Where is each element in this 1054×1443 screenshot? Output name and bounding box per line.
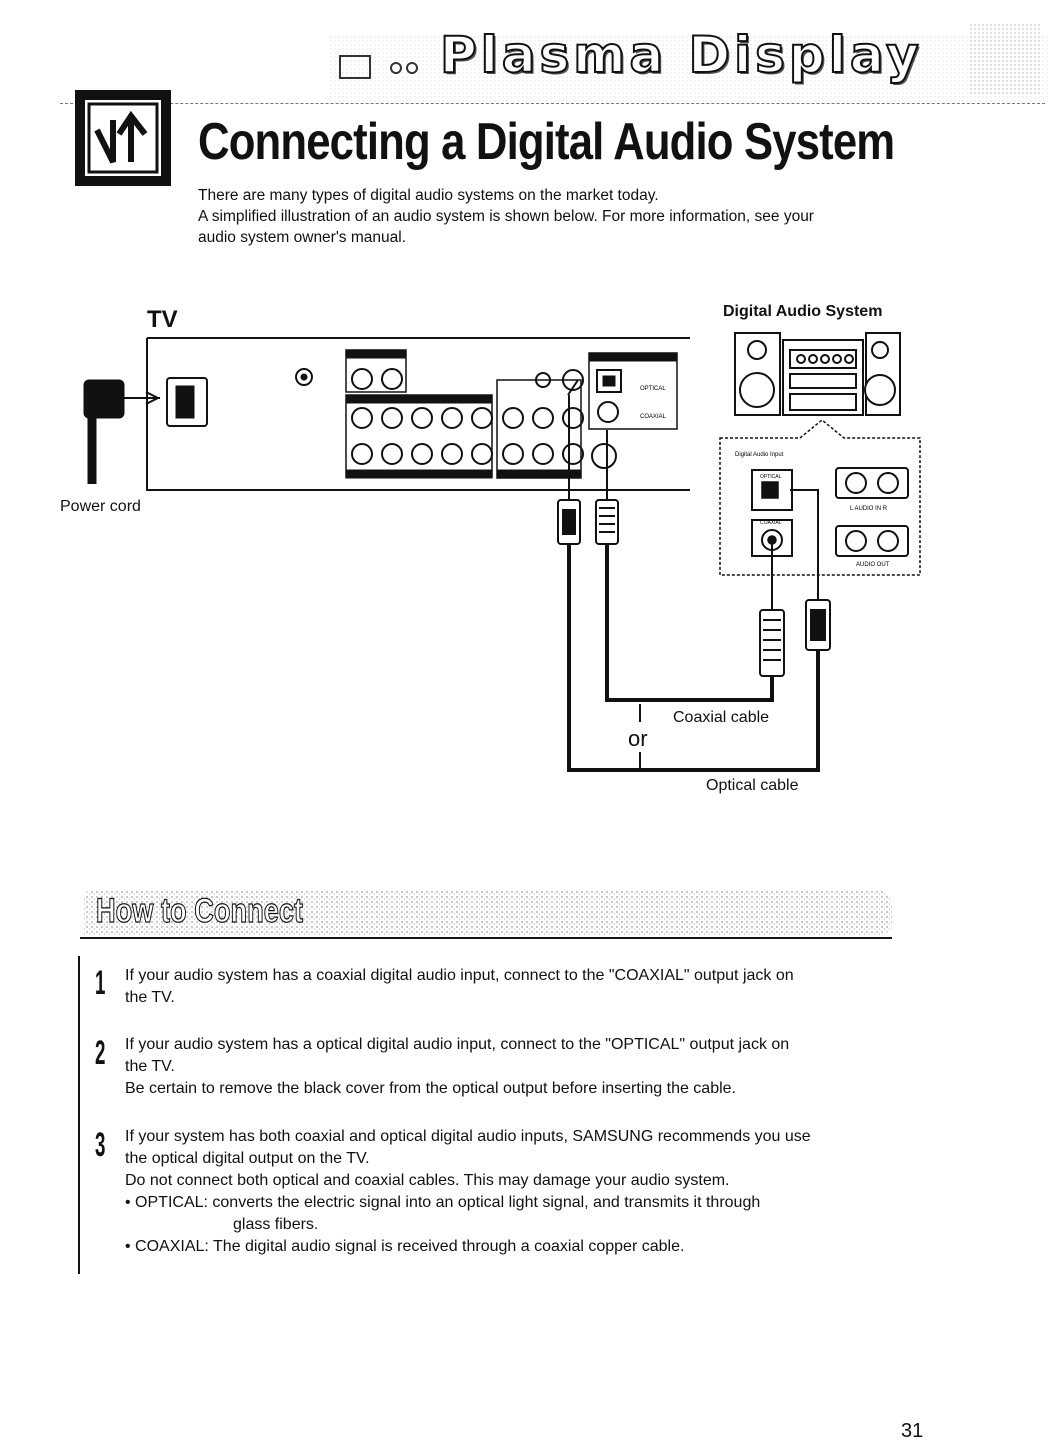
- bullet-head: • OPTICAL:: [125, 1194, 208, 1211]
- or-label: or: [628, 726, 648, 751]
- step-text: If your audio system has a coaxial digit…: [125, 965, 935, 1009]
- header-rule: [60, 103, 1045, 104]
- digital-audio-system-label: Digital Audio System: [723, 303, 883, 320]
- panel-optical-label: OPTICAL: [760, 474, 782, 480]
- bullet-text: converts the electric signal into an opt…: [212, 1194, 761, 1211]
- tv-label: TV: [147, 306, 178, 333]
- header-banner: [330, 24, 1050, 104]
- step-number: 3: [95, 1126, 106, 1164]
- step-line: Do not connect both optical and coaxial …: [125, 1172, 730, 1189]
- bullet-continuation: glass fibers.: [233, 1216, 319, 1233]
- page-number: 31: [901, 1420, 924, 1442]
- intro-line: A simplified illustration of an audio sy…: [198, 208, 814, 225]
- intro-line: There are many types of digital audio sy…: [198, 187, 659, 204]
- step-text: If your audio system has a optical digit…: [125, 1034, 935, 1100]
- power-cord: [83, 379, 161, 484]
- page-title: Connecting a Digital Audio System: [198, 113, 895, 171]
- audio-input-panel: [719, 419, 921, 576]
- bullet-head: • COAXIAL:: [125, 1238, 209, 1255]
- banner-title: Plasma Display: [439, 25, 923, 85]
- step-number: 2: [95, 1034, 106, 1072]
- tv-cable-plugs: [557, 499, 619, 545]
- tv-jacks: [351, 368, 619, 469]
- bullet-item: • COAXIAL: The digital audio signal is r…: [125, 1236, 935, 1258]
- step-line: If your system has both coaxial and opti…: [125, 1128, 811, 1145]
- coaxial-cable: [605, 544, 774, 702]
- audio-in-label: L AUDIO IN R: [850, 506, 888, 512]
- step-line: If your audio system has a optical digit…: [125, 1036, 790, 1053]
- connection-icon: [75, 90, 171, 186]
- bullet-item: • OPTICAL: converts the electric signal …: [125, 1192, 935, 1214]
- step-number: 1: [95, 964, 106, 1002]
- bullet-text: The digital audio signal is received thr…: [213, 1238, 685, 1255]
- tv-back-panel: [146, 337, 690, 491]
- tv-coaxial-label: COAXIAL: [640, 414, 667, 420]
- intro-text: There are many types of digital audio sy…: [198, 185, 898, 248]
- power-cord-label: Power cord: [60, 498, 141, 515]
- optical-stem: [567, 379, 579, 500]
- audio-system-unit: [734, 332, 901, 416]
- step-line: the optical digital output on the TV.: [125, 1150, 370, 1167]
- optical-cable-label: Optical cable: [706, 777, 799, 794]
- how-to-connect-banner: [80, 890, 892, 939]
- tv-optical-label: OPTICAL: [640, 386, 666, 392]
- how-to-connect-title: How to Connect: [96, 891, 304, 930]
- step-line: the TV.: [125, 989, 175, 1006]
- coaxial-cable-label: Coaxial cable: [673, 709, 770, 726]
- step-line: Be certain to remove the black cover fro…: [125, 1080, 736, 1097]
- panel-coaxial-label: COAXIAL: [760, 520, 782, 526]
- steps-left-rule: [78, 956, 80, 1274]
- optical-cable: [567, 544, 820, 772]
- audio-out-label: AUDIO OUT: [856, 562, 890, 568]
- step-line: If your audio system has a coaxial digit…: [125, 967, 794, 984]
- intro-line: audio system owner's manual.: [198, 229, 407, 246]
- step-text: If your system has both coaxial and opti…: [125, 1126, 935, 1258]
- step-line: the TV.: [125, 1058, 175, 1075]
- digital-audio-input-label: Digital Audio Input: [735, 452, 784, 458]
- connection-diagram: OPTICAL COAXIAL: [83, 332, 921, 772]
